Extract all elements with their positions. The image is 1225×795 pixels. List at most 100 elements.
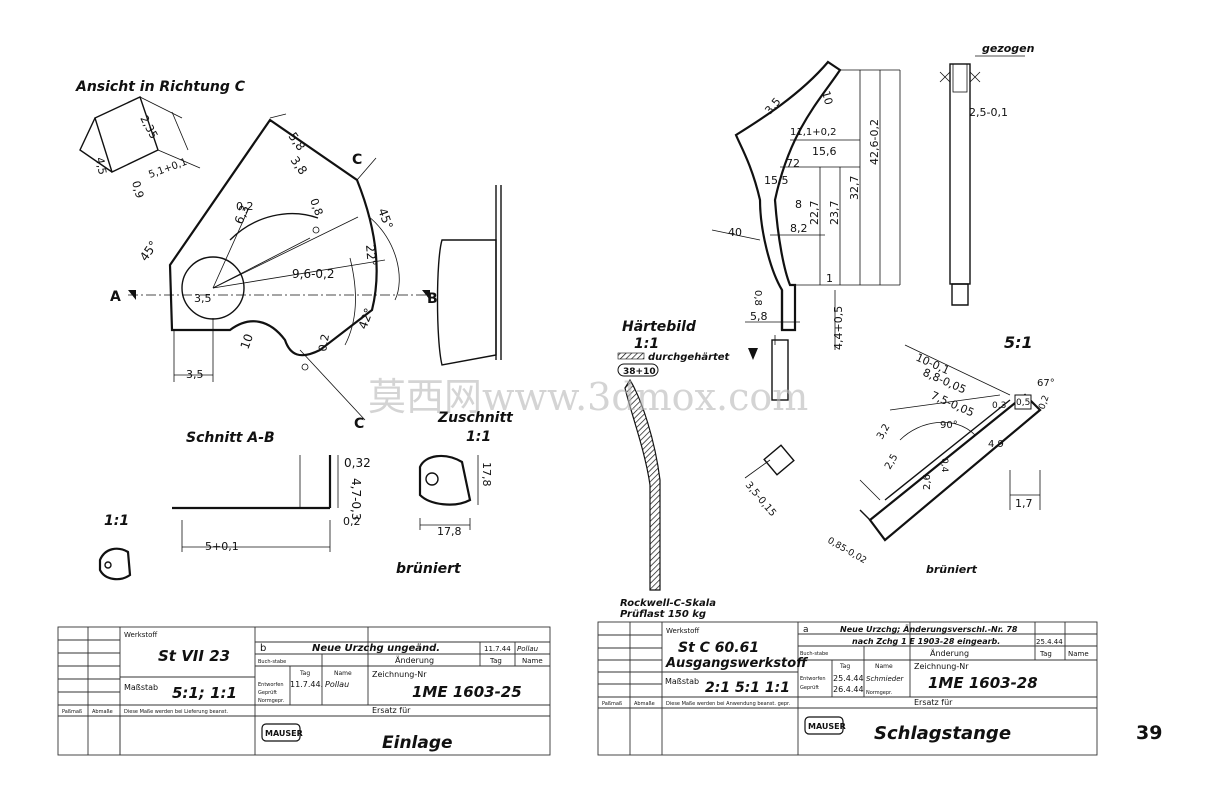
- dim-9-6: 9,6-0,2: [292, 267, 335, 281]
- dim-0-85: 0,85-0,02: [826, 536, 869, 566]
- dim-90-deg: 90°: [940, 420, 958, 431]
- left-finish: brüniert: [396, 561, 462, 577]
- dim-0-9: 0,9: [129, 179, 146, 199]
- tip-detail: 5:1 10-0,1 8,8-0,05 7,5-0,05 0,3 0,5 0,2…: [826, 333, 1055, 566]
- r-change-a: a: [803, 625, 809, 635]
- dim-2-6: 2,6: [922, 474, 933, 490]
- zeichnung-label: Zeichnung-Nr: [372, 670, 427, 679]
- dim-4-5: 4,5: [93, 156, 109, 175]
- r-zeichnung-value: 1ME 1603-28: [928, 674, 1038, 692]
- r-buchstabe-label: Buch-stabe: [800, 651, 828, 657]
- view-c-detail: 2,35 4,5 0,9 5,1+0,1 0,2: [79, 96, 254, 213]
- pruflast-label: Prüflast 150 kg: [620, 609, 706, 620]
- change-text: Neue Urzchg ungeänd.: [312, 643, 440, 654]
- detail-scale: 5:1: [1004, 333, 1033, 352]
- haertebild-legend: durchgehärtet: [648, 352, 731, 363]
- tag-label-2: Tag: [299, 670, 310, 677]
- dim-23-7: 23,7: [828, 201, 841, 226]
- dim-0-8: 0,8: [307, 197, 325, 218]
- section-letter-c: C: [354, 416, 364, 432]
- schlagstange-profile: 3,5 10 11,1+0,2 15,6 72 15,5 8 8,2 22,7 …: [711, 60, 901, 401]
- view-c-title: Ansicht in Richtung C: [75, 79, 246, 95]
- watermark: 莫西网www.3dmox.com: [368, 375, 808, 419]
- svg-text:MAUSER: MAUSER: [265, 729, 303, 738]
- dim-8-2: 8,2: [790, 222, 808, 235]
- r-geprueft-label: Geprüft: [800, 685, 819, 691]
- dim-40: 40: [728, 226, 742, 239]
- dim-5-1: 5,1+0,1: [147, 157, 189, 181]
- r-tag-label: Tag: [1039, 650, 1052, 658]
- r-ersatz-label: Ersatz für: [914, 698, 953, 707]
- werkstoff-label: Werkstoff: [124, 631, 157, 639]
- page-number: 39: [1136, 722, 1162, 744]
- buchstabe-label: Buch-stabe: [258, 659, 286, 665]
- note-text: Diese Maße werden bei Lieferung beanst.: [124, 709, 228, 715]
- dim-3-5-b: 3,5-0,15: [743, 480, 778, 519]
- dim-42-deg: 42°: [356, 306, 376, 331]
- dim-0-4: 0,4: [939, 458, 949, 473]
- r-name-label-2: Name: [875, 663, 893, 670]
- ersatz-label: Ersatz für: [372, 706, 411, 715]
- part-name-schlagstange: Schlagstange: [874, 723, 1011, 744]
- dim-1: 1: [826, 272, 833, 285]
- blank-view: Zuschnitt 1:1 17,8 17,8: [418, 410, 514, 538]
- section-letter-a: A: [110, 289, 121, 305]
- section-title: Schnitt A-B: [186, 430, 275, 446]
- dim-15-6: 15,6: [812, 145, 837, 158]
- r-drawn-name: Schmieder: [866, 675, 905, 683]
- dim-10: 10: [238, 332, 256, 351]
- hardness-value: 38+10: [623, 367, 656, 377]
- dim-3-2: 3,2: [875, 422, 892, 441]
- rod-side-view: gezogen 2,5-0,1: [939, 42, 1035, 306]
- dim-2-35: 2,35: [137, 113, 160, 141]
- dim-8: 8: [795, 198, 802, 211]
- r-name-label: Name: [1068, 650, 1089, 658]
- r-note-text: Diese Maße werden bei Anwendung beanst. …: [666, 701, 791, 707]
- r-normgepr-label: Normgepr.: [866, 690, 893, 696]
- dim-1-7: 1,7: [1015, 497, 1033, 510]
- entworfen-label: Entworfen: [258, 682, 284, 688]
- passmass-label: Paßmaß: [62, 709, 82, 715]
- dim-2-5: 2,5-0,1: [969, 106, 1008, 119]
- small-part-view: 1:1: [98, 513, 132, 581]
- name-label-2: Name: [334, 670, 352, 677]
- dim-3-5-a: 3,5: [194, 292, 212, 305]
- r-entworfen-label: Entworfen: [800, 676, 826, 682]
- dim-22-deg: 22°: [363, 244, 379, 266]
- geprueft-label: Geprüft: [258, 690, 277, 696]
- zeichnung-value: 1ME 1603-25: [412, 683, 522, 701]
- dim-10: 10: [819, 89, 835, 106]
- dim-0-2-c: 0,2: [343, 515, 361, 528]
- dim-45-deg-a: 45°: [137, 238, 161, 263]
- aenderung-label: Änderung: [395, 655, 434, 665]
- part-name-einlage: Einlage: [382, 733, 453, 753]
- r-tag-label-2: Tag: [839, 663, 850, 670]
- tag-label: Tag: [489, 657, 502, 665]
- r-change-text2: nach Zchg 1 E 1903-28 eingearb.: [852, 637, 1000, 646]
- haertebild-scale: 1:1: [634, 336, 659, 352]
- change-date: 11.7.44: [484, 645, 511, 653]
- r-change-date: 25.4.44: [1036, 638, 1063, 646]
- haertebild-title: Härtebild: [622, 319, 697, 335]
- section-letter-b: B: [427, 291, 438, 307]
- rod-section: 3,5-0,15: [743, 444, 795, 519]
- dim-5: 5+0,1: [205, 540, 239, 553]
- small-scale: 1:1: [104, 513, 129, 529]
- dim-0-5: 0,5: [1016, 398, 1030, 408]
- svg-text:MAUSER: MAUSER: [808, 722, 846, 731]
- dim-0-3: 0,3: [992, 401, 1006, 411]
- dim-5-8: 5,8: [750, 310, 768, 323]
- blank-scale: 1:1: [466, 429, 491, 445]
- right-finish: brüniert: [926, 563, 978, 576]
- dim-3-5: 3,5: [762, 95, 783, 117]
- change-letter: b: [260, 643, 266, 654]
- change-name: Pollau: [517, 645, 539, 653]
- rockwell-label: Rockwell-C-Skala: [620, 598, 716, 609]
- name-label: Name: [522, 657, 543, 665]
- dim-3-8: 3,8: [288, 154, 310, 178]
- r-mauser-logo: MAUSER: [804, 716, 846, 735]
- r-aenderung-label: Änderung: [930, 648, 969, 658]
- dim-6-3: 6,3: [232, 203, 252, 226]
- left-title-block: Werkstoff St VII 23 b Neue Urzchg ungeän…: [57, 626, 551, 756]
